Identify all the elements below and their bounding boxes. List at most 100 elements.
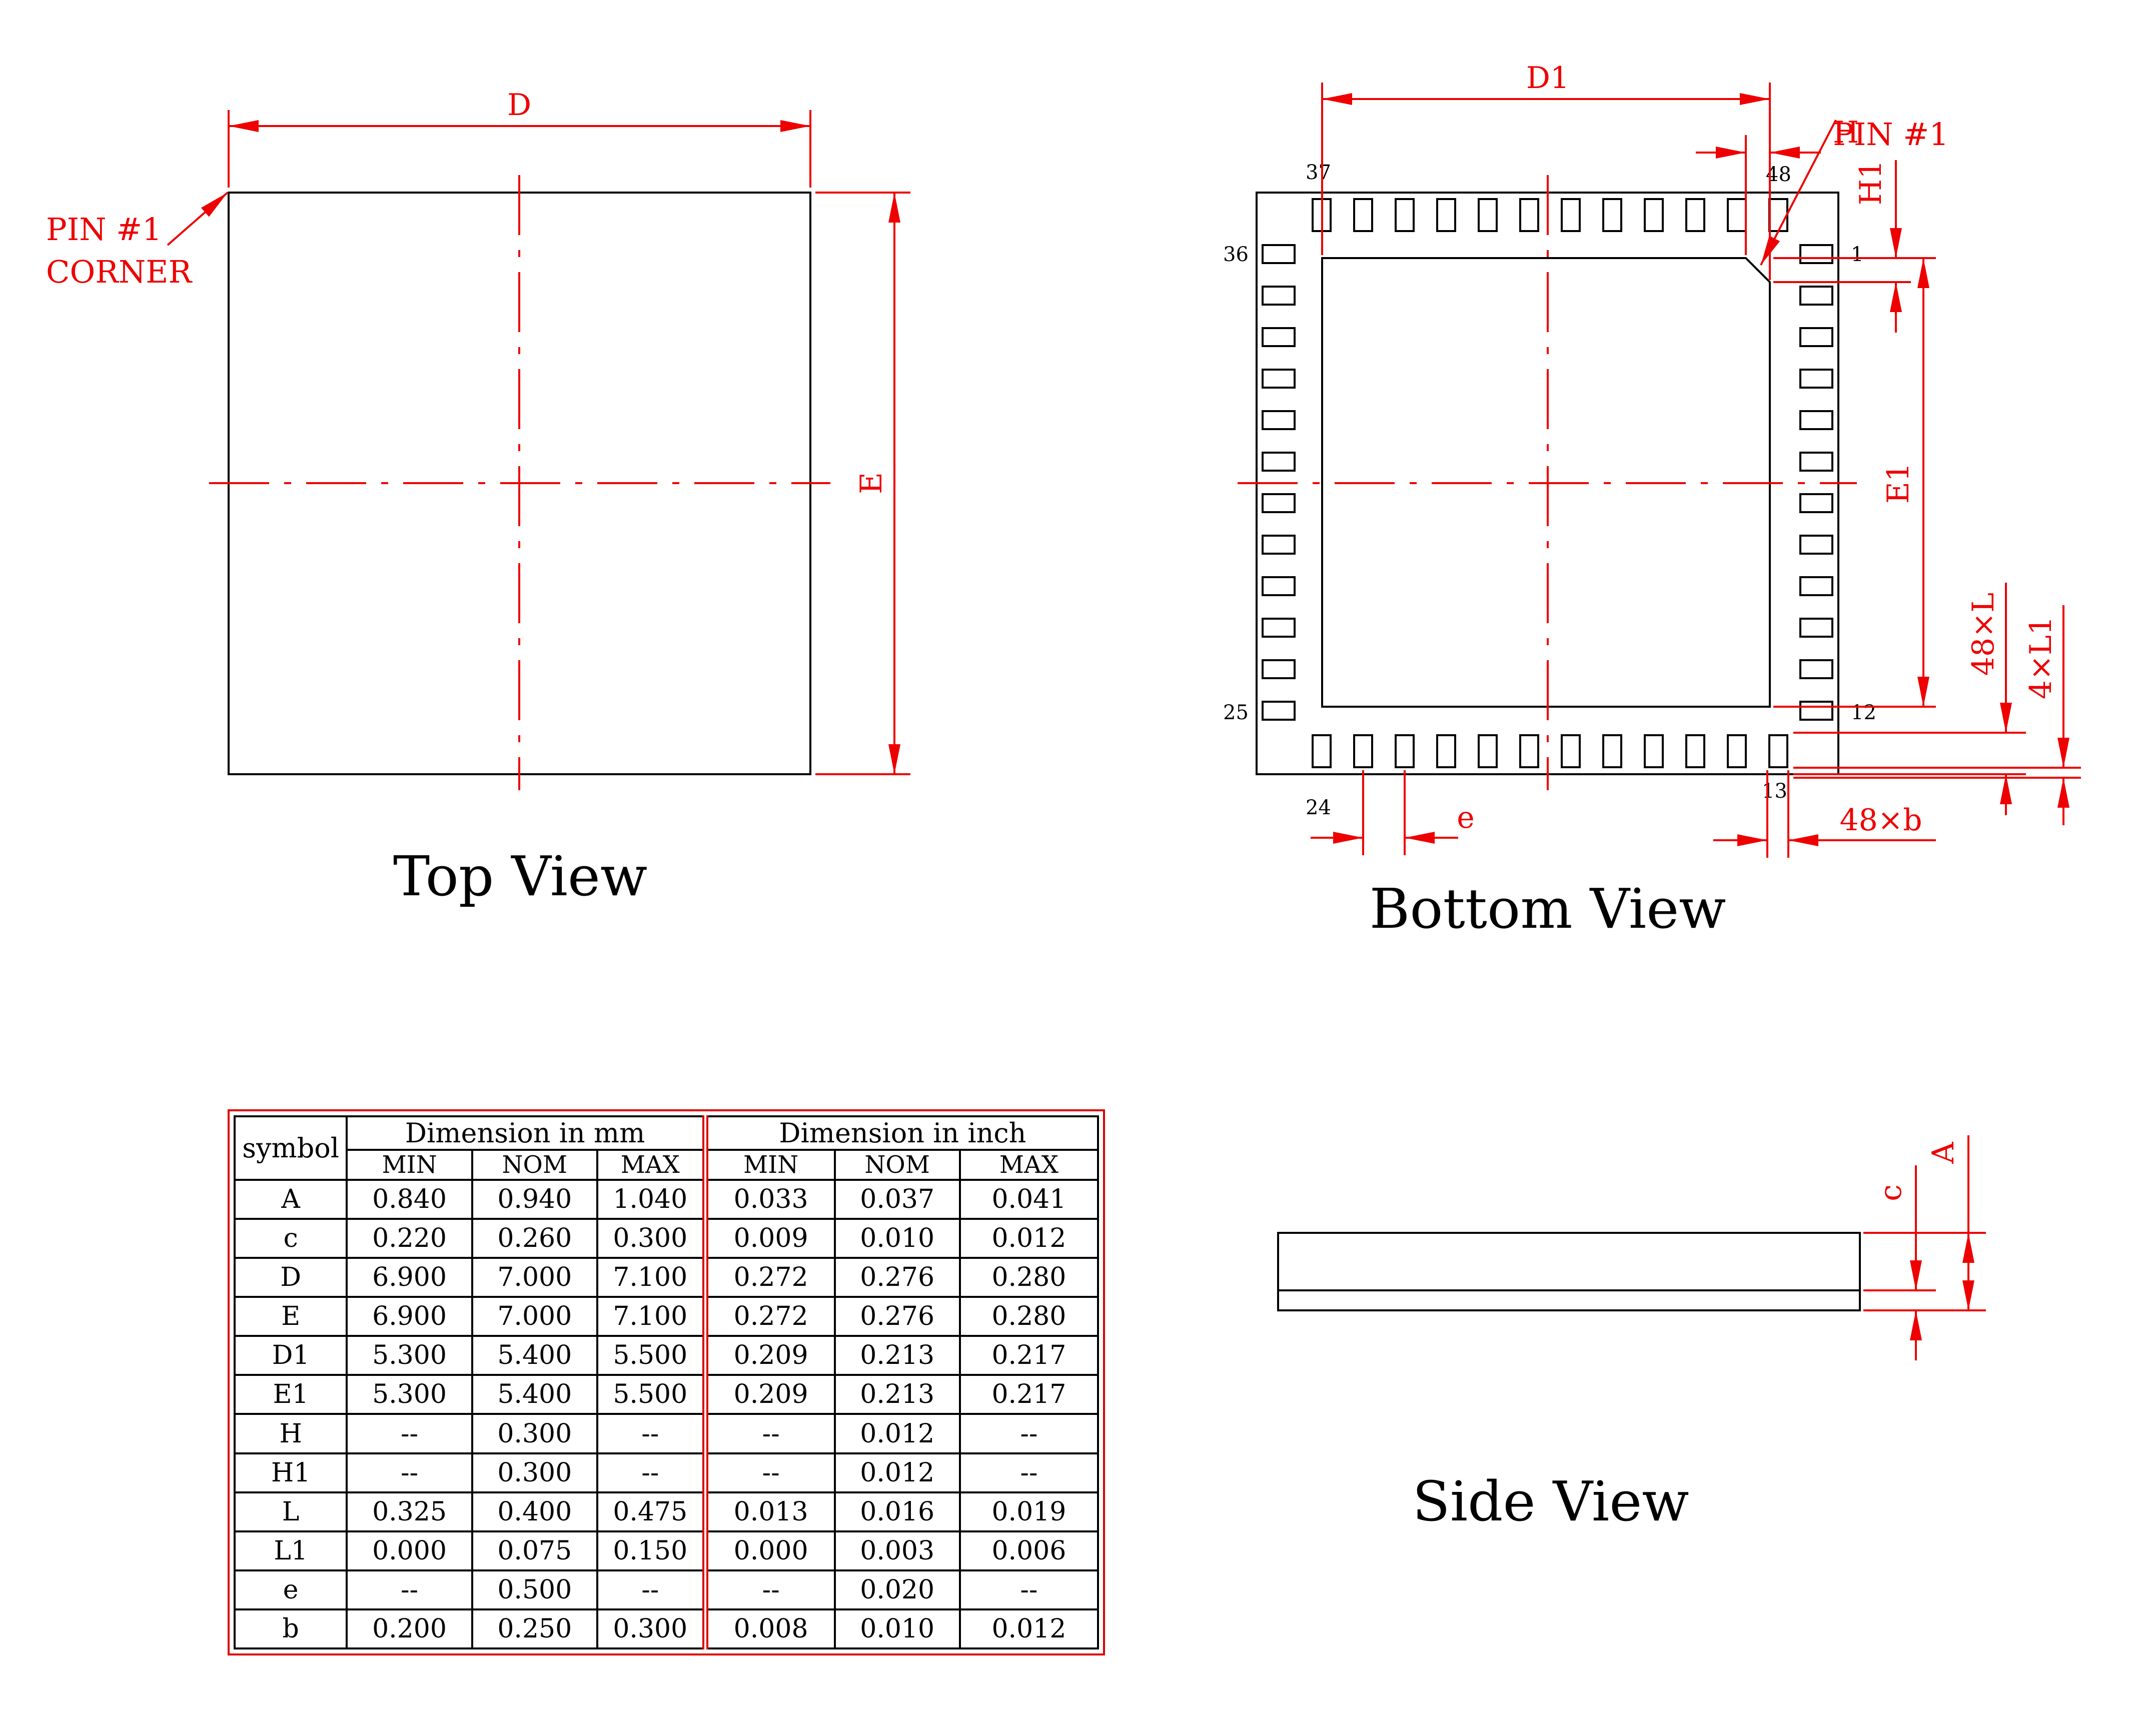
- value-cell: 6.900: [346, 1257, 473, 1298]
- value-cell: 0.500: [471, 1569, 598, 1610]
- side-view: A c Side View: [1277, 1135, 1986, 1533]
- value-cell: 0.475: [596, 1491, 706, 1532]
- value-cell: 0.280: [958, 1296, 1100, 1337]
- value-cell: 0.008: [702, 1608, 836, 1650]
- value-cell: 0.300: [596, 1608, 706, 1650]
- value-cell: 0.272: [702, 1296, 836, 1337]
- pin-label-25: 25: [1223, 701, 1249, 724]
- dim-e-label: E: [854, 472, 889, 494]
- pin1-label: PIN #1: [1833, 116, 1949, 153]
- value-cell: 0.006: [958, 1530, 1100, 1571]
- pin-pad-top: [1519, 198, 1539, 232]
- value-cell: 5.500: [596, 1374, 706, 1415]
- value-cell: 0.300: [471, 1413, 598, 1454]
- pin-pad-top: [1602, 198, 1622, 232]
- top-view-caption: Top View: [393, 844, 647, 908]
- value-cell: 0.400: [471, 1491, 598, 1532]
- value-cell: 6.900: [346, 1296, 473, 1337]
- symbol-cell: e: [233, 1569, 348, 1610]
- pin-pad-left: [1262, 493, 1296, 513]
- value-cell: 0.150: [596, 1530, 706, 1571]
- mm-max-header: MAX: [596, 1149, 706, 1181]
- value-cell: 0.012: [833, 1413, 961, 1454]
- value-cell: 0.009: [702, 1218, 836, 1259]
- symbol-header: symbol: [233, 1115, 348, 1181]
- pin-pad-top: [1353, 198, 1373, 232]
- value-cell: 0.325: [346, 1491, 473, 1532]
- value-cell: 0.000: [346, 1530, 473, 1571]
- pin1-corner-leader: [167, 192, 229, 246]
- value-cell: 0.280: [958, 1257, 1100, 1298]
- value-cell: 0.075: [471, 1530, 598, 1571]
- symbol-cell: H1: [233, 1452, 348, 1493]
- pin-pad-bottom: [1727, 734, 1747, 768]
- value-cell: 5.300: [346, 1374, 473, 1415]
- table-row: e--0.500----0.020--: [233, 1569, 1100, 1610]
- top-view: D E PIN #1 CORNER Top View: [46, 88, 910, 908]
- pin-label-13: 13: [1762, 780, 1787, 803]
- value-cell: 0.020: [833, 1569, 961, 1610]
- value-cell: 0.213: [833, 1335, 961, 1376]
- value-cell: --: [346, 1452, 473, 1493]
- pin-pad-top: [1685, 198, 1705, 232]
- value-cell: 0.003: [833, 1530, 961, 1571]
- dim-b-label: 48×b: [1839, 803, 1922, 838]
- value-cell: --: [702, 1569, 836, 1610]
- pin-pad-left: [1262, 327, 1296, 347]
- pin1-leader: [1760, 120, 1837, 266]
- pin-pad-right: [1799, 618, 1833, 638]
- symbol-cell: E1: [233, 1374, 348, 1415]
- table-header-row: symbol Dimension in mm Dimension in inch: [233, 1115, 1100, 1181]
- value-cell: --: [346, 1569, 473, 1610]
- dim-d1-label: D1: [1526, 61, 1569, 96]
- value-cell: 7.000: [471, 1296, 598, 1337]
- pin-pad-bottom: [1478, 734, 1498, 768]
- value-cell: --: [958, 1413, 1100, 1454]
- pin-pad-top: [1478, 198, 1498, 232]
- value-cell: 5.400: [471, 1374, 598, 1415]
- pin-pad-right: [1799, 244, 1833, 264]
- value-cell: 0.209: [702, 1335, 836, 1376]
- value-cell: 0.033: [702, 1178, 836, 1220]
- pin-pad-left: [1262, 369, 1296, 389]
- pin-pad-left: [1262, 576, 1296, 596]
- inch-max-header: MAX: [958, 1149, 1100, 1181]
- symbol-cell: D: [233, 1257, 348, 1298]
- pin-pad-right: [1799, 701, 1833, 721]
- pin-pad-bottom: [1685, 734, 1705, 768]
- pin-pad-right: [1799, 452, 1833, 472]
- pin-label-1: 1: [1851, 243, 1863, 266]
- dim-h1-label: H1: [1853, 160, 1888, 206]
- dim-l-label: 48×L: [1966, 593, 2001, 676]
- pin-pad-bottom: [1436, 734, 1456, 768]
- pin-label-24: 24: [1306, 796, 1331, 819]
- value-cell: 0.217: [958, 1374, 1100, 1415]
- pin1-corner-label-line1: PIN #1: [46, 211, 162, 248]
- inch-min-header: MIN: [702, 1149, 836, 1181]
- value-cell: --: [596, 1569, 706, 1610]
- pin-pad-left: [1262, 659, 1296, 679]
- value-cell: 0.250: [471, 1608, 598, 1650]
- pin-pad-right: [1799, 369, 1833, 389]
- value-cell: 7.100: [596, 1257, 706, 1298]
- symbol-cell: A: [233, 1178, 348, 1220]
- symbol-cell: D1: [233, 1335, 348, 1376]
- pin-pad-left: [1262, 244, 1296, 264]
- mm-min-header: MIN: [346, 1149, 473, 1181]
- pin-pad-bottom: [1602, 734, 1622, 768]
- table-row: H1--0.300----0.012--: [233, 1452, 1100, 1493]
- dim-e1-label: E1: [1881, 463, 1916, 504]
- pin-label-12: 12: [1851, 701, 1876, 724]
- value-cell: 0.012: [958, 1608, 1100, 1650]
- value-cell: 0.220: [346, 1218, 473, 1259]
- value-cell: --: [702, 1413, 836, 1454]
